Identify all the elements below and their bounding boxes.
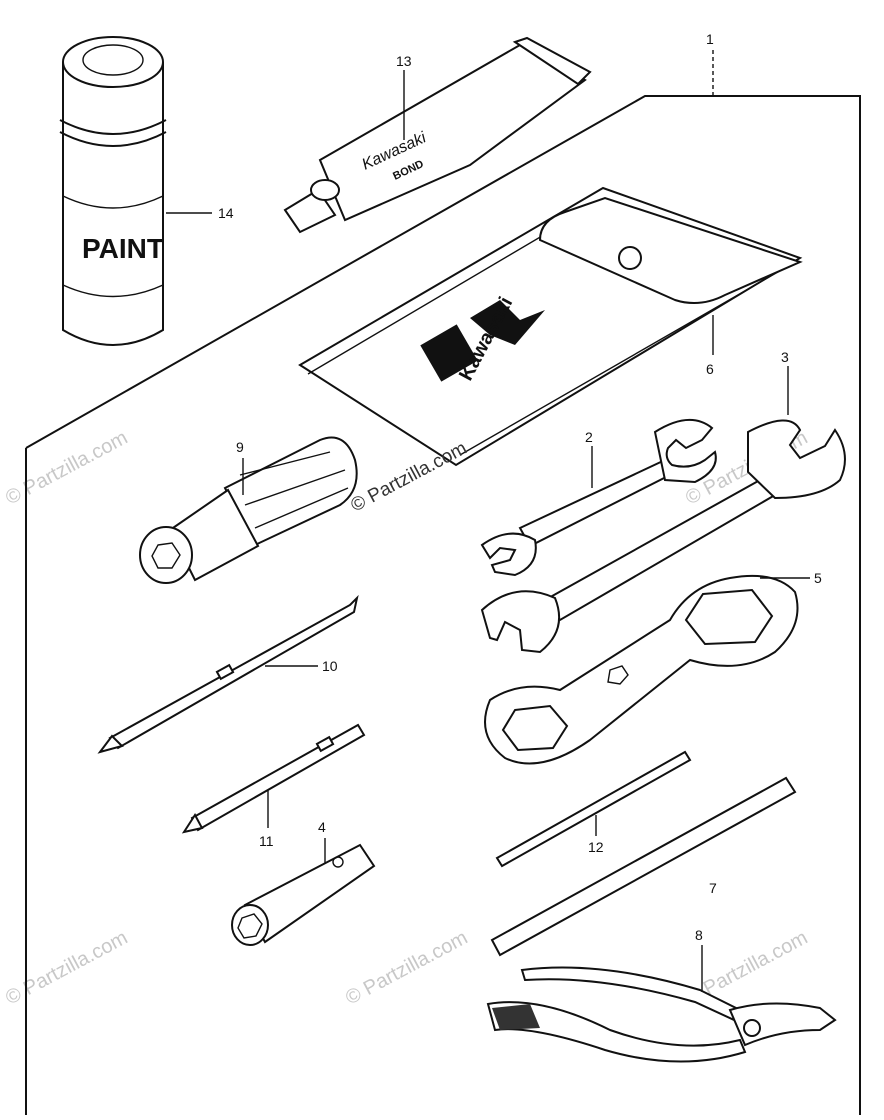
- pliers: 8: [486, 927, 837, 1063]
- callout-14: 14: [218, 205, 234, 221]
- wrench-large-head-lower: [480, 590, 561, 654]
- plug-wrench-end: [231, 904, 269, 946]
- bond-tube-body: [318, 43, 587, 222]
- screwdriver-shaft-long: 10: [97, 594, 359, 754]
- watermark-repeats: © Partzilla.com © Partzilla.com © Partzi…: [2, 427, 811, 1010]
- callout-10: 10: [322, 658, 338, 674]
- paint-can-body: [62, 62, 164, 346]
- spark-plug-wrench: 4: [231, 819, 376, 946]
- bar-handle: 7: [490, 776, 797, 957]
- plug-wrench-hole: [332, 856, 344, 868]
- pouch-snap: [618, 246, 642, 270]
- box-wrench: 5: [484, 570, 822, 765]
- callout-11: 11: [259, 833, 274, 849]
- callout-2: 2: [585, 429, 593, 445]
- paint-can-ring: [59, 119, 167, 147]
- pliers-grip-texture: [492, 1004, 540, 1030]
- shaft-11-notch: [315, 735, 335, 753]
- bond-tube: Kawasaki BOND 13: [283, 36, 592, 234]
- wrench-small-head-lower: [480, 532, 537, 577]
- shaft-11: [190, 723, 366, 832]
- pouch-logo-block: [420, 324, 478, 382]
- bond-tube-crimp: [512, 36, 592, 86]
- pouch-flap: [538, 196, 803, 305]
- pliers-pivot: [743, 1019, 761, 1037]
- callout-1: 1: [706, 31, 714, 47]
- tray-boundary: [25, 95, 861, 1115]
- handle-hex-socket: [151, 542, 181, 569]
- pliers-lower-handle: [486, 1001, 747, 1063]
- tool-pouch: Kawasaki 6: [298, 186, 803, 467]
- paint-label: PAINT: [82, 233, 164, 264]
- paint-can-band: [62, 195, 164, 298]
- bar-7: [490, 776, 797, 957]
- callout-4: 4: [318, 819, 326, 835]
- box-wrench-hex-tiny: [607, 665, 629, 685]
- callout-9: 9: [236, 439, 244, 455]
- shaft-10-tip: [97, 734, 124, 754]
- paint-can: PAINT 14: [59, 36, 234, 346]
- callout-7: 7: [709, 880, 717, 896]
- screwdriver-shaft-short: 11: [181, 723, 366, 849]
- bond-tube-cap: [310, 179, 340, 201]
- callout-12: 12: [588, 839, 604, 855]
- wrench-small-body: [518, 458, 672, 548]
- rod-12: [495, 750, 692, 868]
- watermark-tile: © Partzilla.com: [2, 427, 131, 510]
- shaft-10-notch: [215, 663, 235, 681]
- watermark-tile: © Partzilla.com: [342, 927, 471, 1010]
- screwdriver-handle: 9: [139, 436, 358, 584]
- wrench-large-head-upper: [747, 419, 846, 500]
- box-wrench-hex-small: [501, 704, 569, 752]
- wrench-large: 3: [480, 349, 846, 654]
- handle-grip-flutes: [239, 451, 349, 529]
- plug-wrench-hex: [237, 913, 263, 939]
- box-wrench-hex-large: [684, 588, 774, 646]
- wrench-small-head-upper: [653, 418, 717, 484]
- watermark-tile: © Partzilla.com: [2, 927, 131, 1010]
- handle-grip: [223, 436, 358, 547]
- callout-13: 13: [396, 53, 412, 69]
- handle-end: [139, 526, 193, 584]
- callout-3: 3: [781, 349, 789, 365]
- callout-5: 5: [814, 570, 822, 586]
- wrench-small: 2: [480, 418, 717, 577]
- tool-kit-outline: 1: [25, 31, 861, 1115]
- paint-can-cap-inner: [82, 44, 144, 76]
- callout-8: 8: [695, 927, 703, 943]
- shaft-11-tip: [181, 813, 204, 834]
- pouch-logo-mark: [470, 300, 545, 345]
- watermark-main: © Partzilla.com: [347, 438, 470, 517]
- callout-6: 6: [706, 361, 714, 377]
- rod-thin: 12: [495, 750, 692, 868]
